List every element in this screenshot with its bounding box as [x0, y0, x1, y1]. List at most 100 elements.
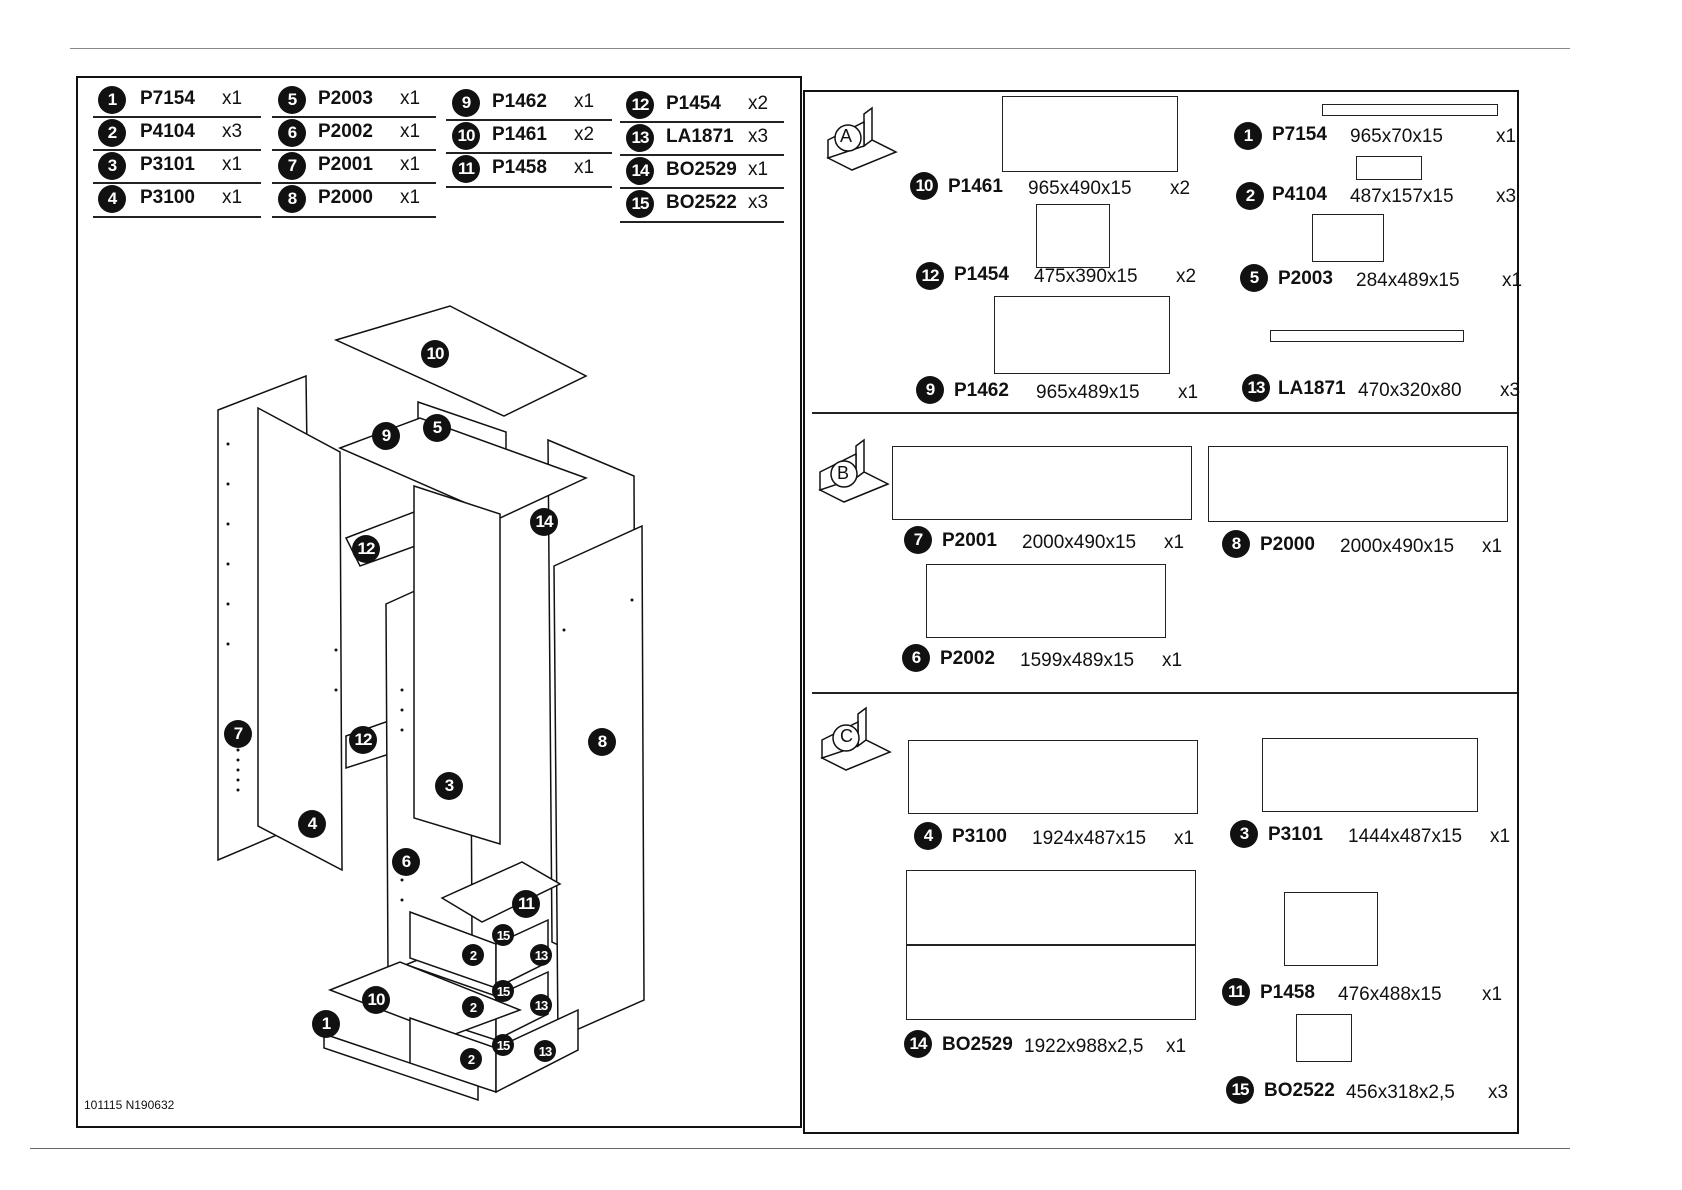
part-qty: x1 — [400, 187, 421, 208]
panel-shape — [926, 564, 1166, 638]
sheet-badge: 1 — [1234, 122, 1262, 150]
sheet-qty: x1 — [1482, 536, 1503, 557]
exploded-label: 15 — [492, 1034, 514, 1056]
exploded-label: 1 — [312, 1010, 340, 1038]
sheet-dims: 470x320x80 — [1358, 380, 1462, 401]
sheet-badge: 13 — [1242, 374, 1270, 402]
sheet-code: P2002 — [940, 648, 995, 669]
part-badge: 14 — [626, 157, 654, 185]
sheet-badge: 10 — [910, 172, 938, 200]
part-code: P1454 — [666, 93, 721, 114]
list-rule — [272, 182, 436, 184]
part-badge: 6 — [278, 119, 306, 147]
sheet-dims: 487x157x15 — [1350, 186, 1454, 207]
exploded-label: 3 — [435, 772, 463, 800]
box-a-letter: A — [840, 126, 853, 146]
exploded-label: 15 — [492, 980, 514, 1002]
sheet-badge: 4 — [914, 822, 942, 850]
part-qty: x1 — [574, 157, 595, 178]
part-badge: 8 — [278, 185, 306, 213]
sheet-badge: 3 — [1230, 820, 1258, 848]
sheet-dims: 476x488x15 — [1338, 984, 1442, 1005]
part-badge: 13 — [626, 124, 654, 152]
sheet-badge: 8 — [1222, 530, 1250, 558]
part-code: P2001 — [318, 154, 373, 175]
list-rule — [272, 116, 436, 118]
exploded-label: 15 — [492, 924, 514, 946]
part-badge: 10 — [452, 122, 480, 150]
exploded-label: 10 — [421, 340, 449, 368]
sheet-qty: x1 — [1162, 650, 1183, 671]
panel-shape — [1002, 96, 1178, 172]
part-badge: 7 — [278, 152, 306, 180]
exploded-label: 13 — [530, 994, 552, 1016]
sheet-qty: x1 — [1482, 984, 1503, 1005]
panel-shape — [1322, 104, 1498, 116]
exploded-label: 13 — [534, 1040, 556, 1062]
sheet-code: BO2522 — [1264, 1080, 1335, 1101]
sheet-code: P1461 — [948, 176, 1003, 197]
sheet-qty: x1 — [1490, 826, 1511, 847]
sheet-dims: 1444x487x15 — [1348, 826, 1463, 847]
list-rule — [620, 221, 784, 223]
list-rule — [446, 119, 612, 121]
part-qty: x1 — [748, 159, 769, 180]
part-qty: x3 — [748, 192, 769, 213]
exploded-label: 5 — [423, 414, 451, 442]
part-code: BO2522 — [666, 192, 737, 213]
box-b-icon — [818, 438, 890, 503]
exploded-label: 2 — [462, 944, 484, 966]
sheet-code: P1454 — [954, 264, 1009, 285]
sheet-code: LA1871 — [1278, 378, 1346, 399]
sheet-dims: 965x70x15 — [1350, 126, 1443, 147]
sheet-qty: x1 — [1178, 382, 1199, 403]
sheet-code: P7154 — [1272, 124, 1327, 145]
sheet-qty: x2 — [1176, 266, 1197, 287]
sheet-qty: x1 — [1166, 1036, 1187, 1057]
exploded-view-drawing — [217, 305, 645, 1102]
sheet-code: BO2529 — [942, 1034, 1013, 1055]
box-a-icon — [826, 106, 898, 171]
part-badge: 3 — [98, 152, 126, 180]
panel-shape — [908, 740, 1198, 814]
panel-shape — [1284, 892, 1378, 966]
part-badge: 15 — [626, 190, 654, 218]
part-code: P2002 — [318, 121, 373, 142]
sheet-dims: 475x390x15 — [1034, 266, 1138, 287]
part-qty: x1 — [222, 187, 243, 208]
exploded-label: 4 — [298, 810, 326, 838]
sheet-qty: x2 — [1170, 178, 1191, 199]
list-rule — [93, 149, 261, 151]
panel-shape — [1356, 156, 1422, 180]
part-code: P7154 — [140, 88, 195, 109]
sheet-badge: 12 — [916, 262, 944, 290]
exploded-label: 2 — [462, 996, 484, 1018]
sheet-dims: 2000x490x15 — [1340, 536, 1455, 557]
exploded-label: 9 — [372, 422, 400, 450]
part-code: P4104 — [140, 121, 195, 142]
exploded-label: 11 — [512, 890, 540, 918]
sheet-dims: 965x490x15 — [1028, 178, 1132, 199]
part-code: P3101 — [140, 154, 195, 175]
box-b-letter: B — [837, 463, 850, 483]
part-badge: 9 — [452, 89, 480, 117]
part-qty: x1 — [400, 154, 421, 175]
sheet-badge: 6 — [902, 644, 930, 672]
list-rule — [93, 182, 261, 184]
exploded-label: 12 — [352, 535, 380, 563]
exploded-label: 12 — [349, 726, 377, 754]
panel-shape — [1312, 214, 1384, 262]
part-qty: x3 — [222, 121, 243, 142]
part-code: P2000 — [318, 187, 373, 208]
list-rule — [620, 121, 784, 123]
part-badge: 1 — [98, 86, 126, 114]
bottom-scan-line — [30, 1148, 1570, 1149]
sheet-badge: 9 — [916, 376, 944, 404]
part-badge: 11 — [452, 155, 480, 183]
part-code: BO2529 — [666, 159, 737, 180]
list-rule — [446, 152, 612, 154]
part-badge: 12 — [626, 91, 654, 119]
left-frame — [76, 76, 802, 1128]
exploded-label: 7 — [224, 720, 252, 748]
exploded-label: 2 — [460, 1048, 482, 1070]
